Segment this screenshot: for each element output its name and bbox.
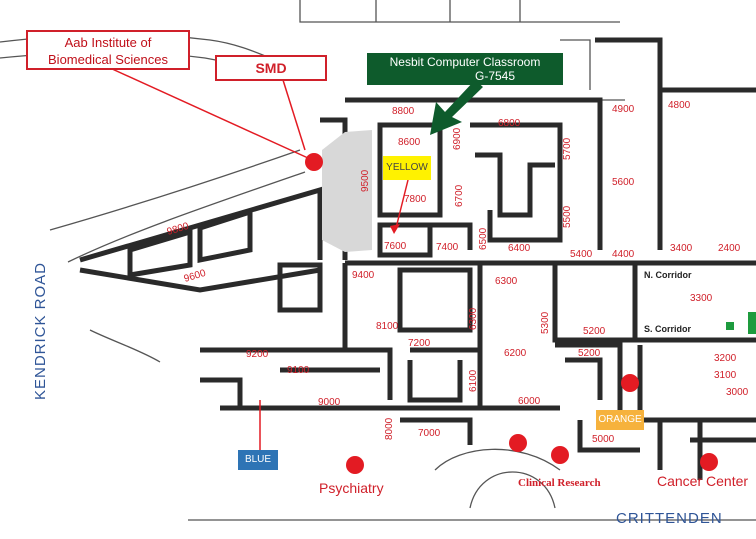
room-label: 6300 — [495, 276, 518, 287]
room-label: 4900 — [612, 104, 635, 115]
location-markers — [305, 153, 718, 474]
room-label: 6300 — [468, 307, 479, 330]
blue-lot-label: BLUE — [238, 450, 278, 470]
room-label: 5300 — [540, 311, 551, 334]
room-label: 5700 — [562, 137, 573, 160]
plaza-area — [322, 130, 372, 252]
corridor-south-label: S. Corridor — [644, 324, 692, 334]
room-label: 6400 — [508, 243, 531, 254]
room-label: 9400 — [352, 270, 375, 281]
room-label: 8600 — [398, 137, 421, 148]
marker-aab[interactable] — [305, 153, 323, 171]
room-label: 3400 — [670, 243, 693, 254]
room-label: 5400 — [570, 249, 593, 260]
room-label: 5200 — [583, 326, 606, 337]
psychiatry-label: Psychiatry — [319, 480, 384, 496]
room-label: 5200 — [578, 348, 601, 359]
room-label: 6100 — [468, 369, 479, 392]
room-numbers: 8800 6800 8600 6900 5700 4900 4800 5600 … — [166, 100, 749, 445]
room-label: 6900 — [452, 127, 463, 150]
room-label: 6700 — [454, 184, 465, 207]
room-label: 9500 — [360, 169, 371, 192]
aab-line1: Aab Institute of — [64, 35, 152, 50]
room-label: 6000 — [518, 396, 541, 407]
room-label: 5000 — [592, 434, 615, 445]
room-label: 5600 — [612, 177, 635, 188]
room-label: 7400 — [436, 242, 459, 253]
room-label: 9200 — [246, 349, 269, 360]
nesbit-classroom-label: Nesbit Computer Classroom G-7545 — [367, 53, 563, 85]
room-label: 3300 — [690, 293, 713, 304]
green-edge-marker — [726, 322, 734, 330]
room-label: 3100 — [714, 370, 737, 381]
room-label: 4400 — [612, 249, 635, 260]
room-label: 7000 — [418, 428, 441, 439]
room-label: 2400 — [718, 243, 741, 254]
corridor-north-label: N. Corridor — [644, 270, 692, 280]
marker-psychiatry[interactable] — [346, 456, 364, 474]
clinical-research-label: Clinical Research — [518, 477, 601, 489]
room-label: 9100 — [287, 365, 310, 376]
building-walls — [79, 37, 756, 480]
kendrick-road-label: KENDRICK ROAD — [32, 262, 49, 400]
room-label: 9000 — [318, 397, 341, 408]
room-label: 8800 — [392, 106, 415, 117]
room-label: 6500 — [478, 227, 489, 250]
cancer-center-label: Cancer Center — [657, 473, 748, 489]
room-label: 7600 — [384, 241, 407, 252]
orange-lot-label: ORANGE — [596, 410, 644, 430]
marker-clinical-research-2[interactable] — [551, 446, 569, 464]
aab-institute-label: Aab Institute of Biomedical Sciences — [26, 30, 190, 70]
nesbit-line2: G-7545 — [474, 69, 516, 83]
room-label: 9600 — [183, 268, 208, 285]
room-label: 4800 — [668, 100, 691, 111]
pointer-arrows — [109, 67, 483, 450]
nesbit-line1: Nesbit Computer Classroom — [389, 55, 541, 69]
room-label: 3200 — [714, 353, 737, 364]
room-label: 5500 — [562, 205, 573, 228]
yellow-lot-label: YELLOW — [383, 156, 431, 180]
room-label: 6200 — [504, 348, 527, 359]
aab-line2: Biomedical Sciences — [48, 52, 168, 67]
room-label: 8000 — [384, 417, 395, 440]
smd-label: SMD — [215, 55, 327, 81]
room-label: 8100 — [376, 321, 399, 332]
room-label: 6800 — [498, 118, 521, 129]
room-label: 7200 — [408, 338, 431, 349]
marker-cancer-center[interactable] — [700, 453, 718, 471]
green-edge-marker — [748, 312, 756, 334]
marker-orange[interactable] — [621, 374, 639, 392]
marker-clinical-research-1[interactable] — [509, 434, 527, 452]
crittenden-label: CRITTENDEN — [616, 510, 723, 527]
room-label: 3000 — [726, 387, 749, 398]
room-label: 7800 — [404, 194, 427, 205]
